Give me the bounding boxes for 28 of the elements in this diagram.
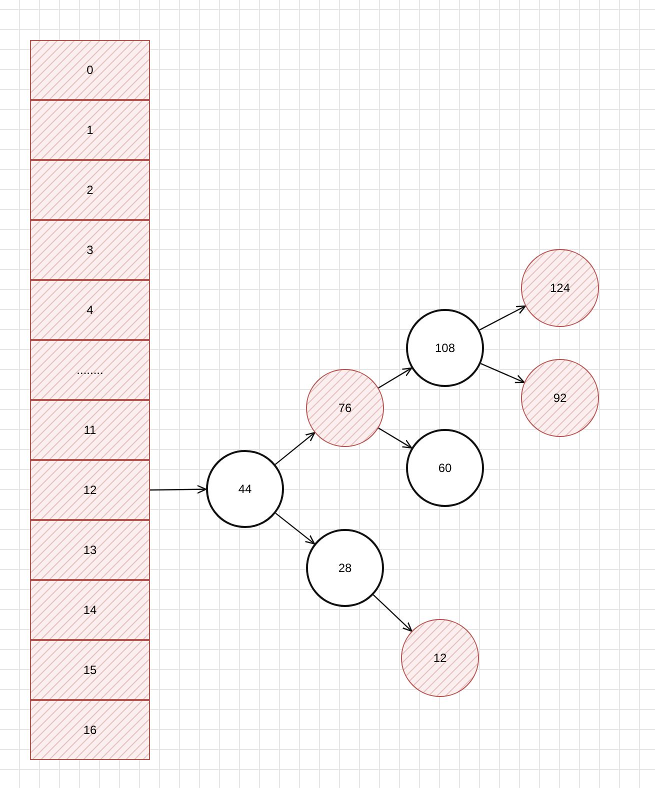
tree-node-circle: 60 xyxy=(406,429,484,507)
array-cell: 0 xyxy=(30,40,150,100)
array-cell: 15 xyxy=(30,640,150,700)
tree-node-circle: 76 xyxy=(306,369,384,447)
arrow xyxy=(479,305,526,330)
array-cell: 16 xyxy=(30,700,150,760)
array-cell: 13 xyxy=(30,520,150,580)
tree-node-circle: 124 xyxy=(521,249,599,327)
arrow xyxy=(275,512,316,544)
arrow xyxy=(378,428,412,449)
arrow xyxy=(150,484,207,494)
array-cell: 12 xyxy=(30,460,150,520)
tree-node-circle: 92 xyxy=(521,359,599,437)
arrow xyxy=(378,367,412,388)
array-cell: 4 xyxy=(30,280,150,340)
array-cell: ........ xyxy=(30,340,150,400)
arrow xyxy=(274,432,316,465)
array-cell: 1 xyxy=(30,100,150,160)
arrow xyxy=(372,594,412,632)
array-cell: 14 xyxy=(30,580,150,640)
tree-node-circle: 44 xyxy=(206,450,284,528)
tree-node-circle: 12 xyxy=(401,619,479,697)
tree-node-circle: 108 xyxy=(406,309,484,387)
array-cell: 2 xyxy=(30,160,150,220)
array-cell: 11 xyxy=(30,400,150,460)
array-cell: 3 xyxy=(30,220,150,280)
arrow xyxy=(480,363,525,384)
tree-node-circle: 28 xyxy=(306,529,384,607)
